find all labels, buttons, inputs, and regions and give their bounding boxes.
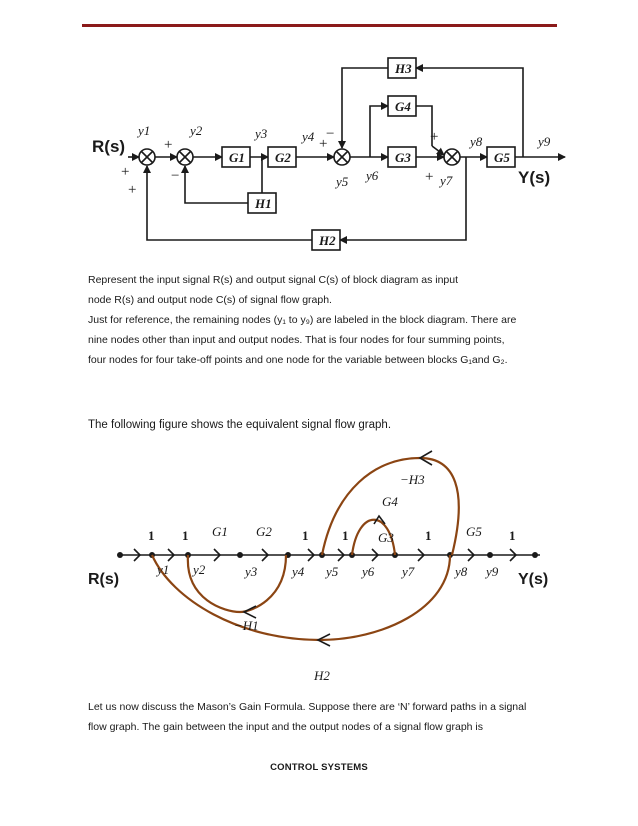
gain-1e: 1 xyxy=(425,528,432,543)
gain-1b: 1 xyxy=(182,528,189,543)
block-h3: H3 xyxy=(394,61,412,76)
block-g2: G2 xyxy=(275,150,291,165)
bd-sign-plus-1: + xyxy=(164,137,172,153)
gain-g5: G5 xyxy=(466,524,482,539)
block-g3: G3 xyxy=(395,150,411,165)
para3-line2: flow graph. The gain between the input a… xyxy=(88,721,483,733)
sfg-node-y2: y2 xyxy=(191,562,206,577)
para3-line1: Let us now discuss the Mason’s Gain Form… xyxy=(88,701,527,713)
gain-1a: 1 xyxy=(148,528,155,543)
gain-1d: 1 xyxy=(342,528,349,543)
para1-line1: Represent the input signal R(s) and outp… xyxy=(88,274,459,286)
gain-minus-h1: −H1 xyxy=(234,618,259,633)
gain-minus-h3: −H3 xyxy=(400,472,425,487)
page-footer: CONTROL SYSTEMS xyxy=(270,762,368,773)
gain-h2: H2 xyxy=(313,668,330,683)
bd-sign-minus-2: − xyxy=(326,126,334,142)
sfg-node-y4: y4 xyxy=(290,564,305,579)
signal-flow-graph: 1 1 1 1 1 1 G1 G2 G5 G3 G4 −H3 −H1 H2 y1… xyxy=(88,450,548,683)
para2-line2: nine nodes other than input and output n… xyxy=(88,334,505,346)
bd-sign-plus-4: + xyxy=(319,136,327,152)
bd-output-label: Y(s) xyxy=(518,168,550,187)
sfg-input-label: R(s) xyxy=(88,571,119,588)
sfg-node-y9: y9 xyxy=(484,564,499,579)
bd-node-y3: y3 xyxy=(253,126,268,141)
gain-g4: G4 xyxy=(382,494,398,509)
sfg-node-y7: y7 xyxy=(400,564,415,579)
gain-g2: G2 xyxy=(256,524,272,539)
bd-node-y7: y7 xyxy=(438,173,453,188)
top-rule xyxy=(82,24,557,27)
mason-paragraph: Let us now discuss the Mason’s Gain Form… xyxy=(88,697,558,737)
para2-line1: Just for reference, the remaining nodes … xyxy=(88,314,517,326)
block-h1: H1 xyxy=(254,196,272,211)
bd-node-y4: y4 xyxy=(300,129,315,144)
bd-sign-minus-1: − xyxy=(171,168,179,184)
bd-sign-plus-6: + xyxy=(425,169,433,185)
bd-input-label: R(s) xyxy=(92,137,125,156)
sfg-node-y3: y3 xyxy=(243,564,258,579)
sfg-output-label: Y(s) xyxy=(518,571,548,588)
para2-line3: four nodes for four take-off points and … xyxy=(88,354,508,366)
bd-node-y5: y5 xyxy=(334,174,349,189)
block-h2: H2 xyxy=(318,233,336,248)
block-g4: G4 xyxy=(395,99,411,114)
sfg-node-y5: y5 xyxy=(324,564,339,579)
sfg-node-y6: y6 xyxy=(360,564,375,579)
para1-line2: node R(s) and output node C(s) of signal… xyxy=(88,294,332,306)
gain-g3: G3 xyxy=(378,530,394,545)
bd-sign-plus-5: + xyxy=(430,129,438,145)
bd-node-y2: y2 xyxy=(188,123,203,138)
bd-sign-plus-2: + xyxy=(121,164,129,180)
block-g1: G1 xyxy=(229,150,245,165)
block-diagram: G1 G2 G3 G5 H1 H2 H3 G4 R(s) Y(s) y1 y2 … xyxy=(92,57,566,251)
figure-caption: The following figure shows the equivalen… xyxy=(88,419,392,431)
gain-g1: G1 xyxy=(212,524,228,539)
bd-node-y1: y1 xyxy=(136,123,150,138)
sfg-node-y1: y1 xyxy=(155,562,169,577)
sfg-node-y8: y8 xyxy=(453,564,468,579)
bd-sign-plus-3: + xyxy=(128,182,136,198)
bd-node-y8: y8 xyxy=(468,134,483,149)
gain-1c: 1 xyxy=(302,528,309,543)
bd-node-y6: y6 xyxy=(364,168,379,183)
gain-1f: 1 xyxy=(509,528,516,543)
intro-paragraph: Represent the input signal R(s) and outp… xyxy=(88,270,558,370)
bd-node-y9: y9 xyxy=(536,134,551,149)
block-g5: G5 xyxy=(494,150,510,165)
